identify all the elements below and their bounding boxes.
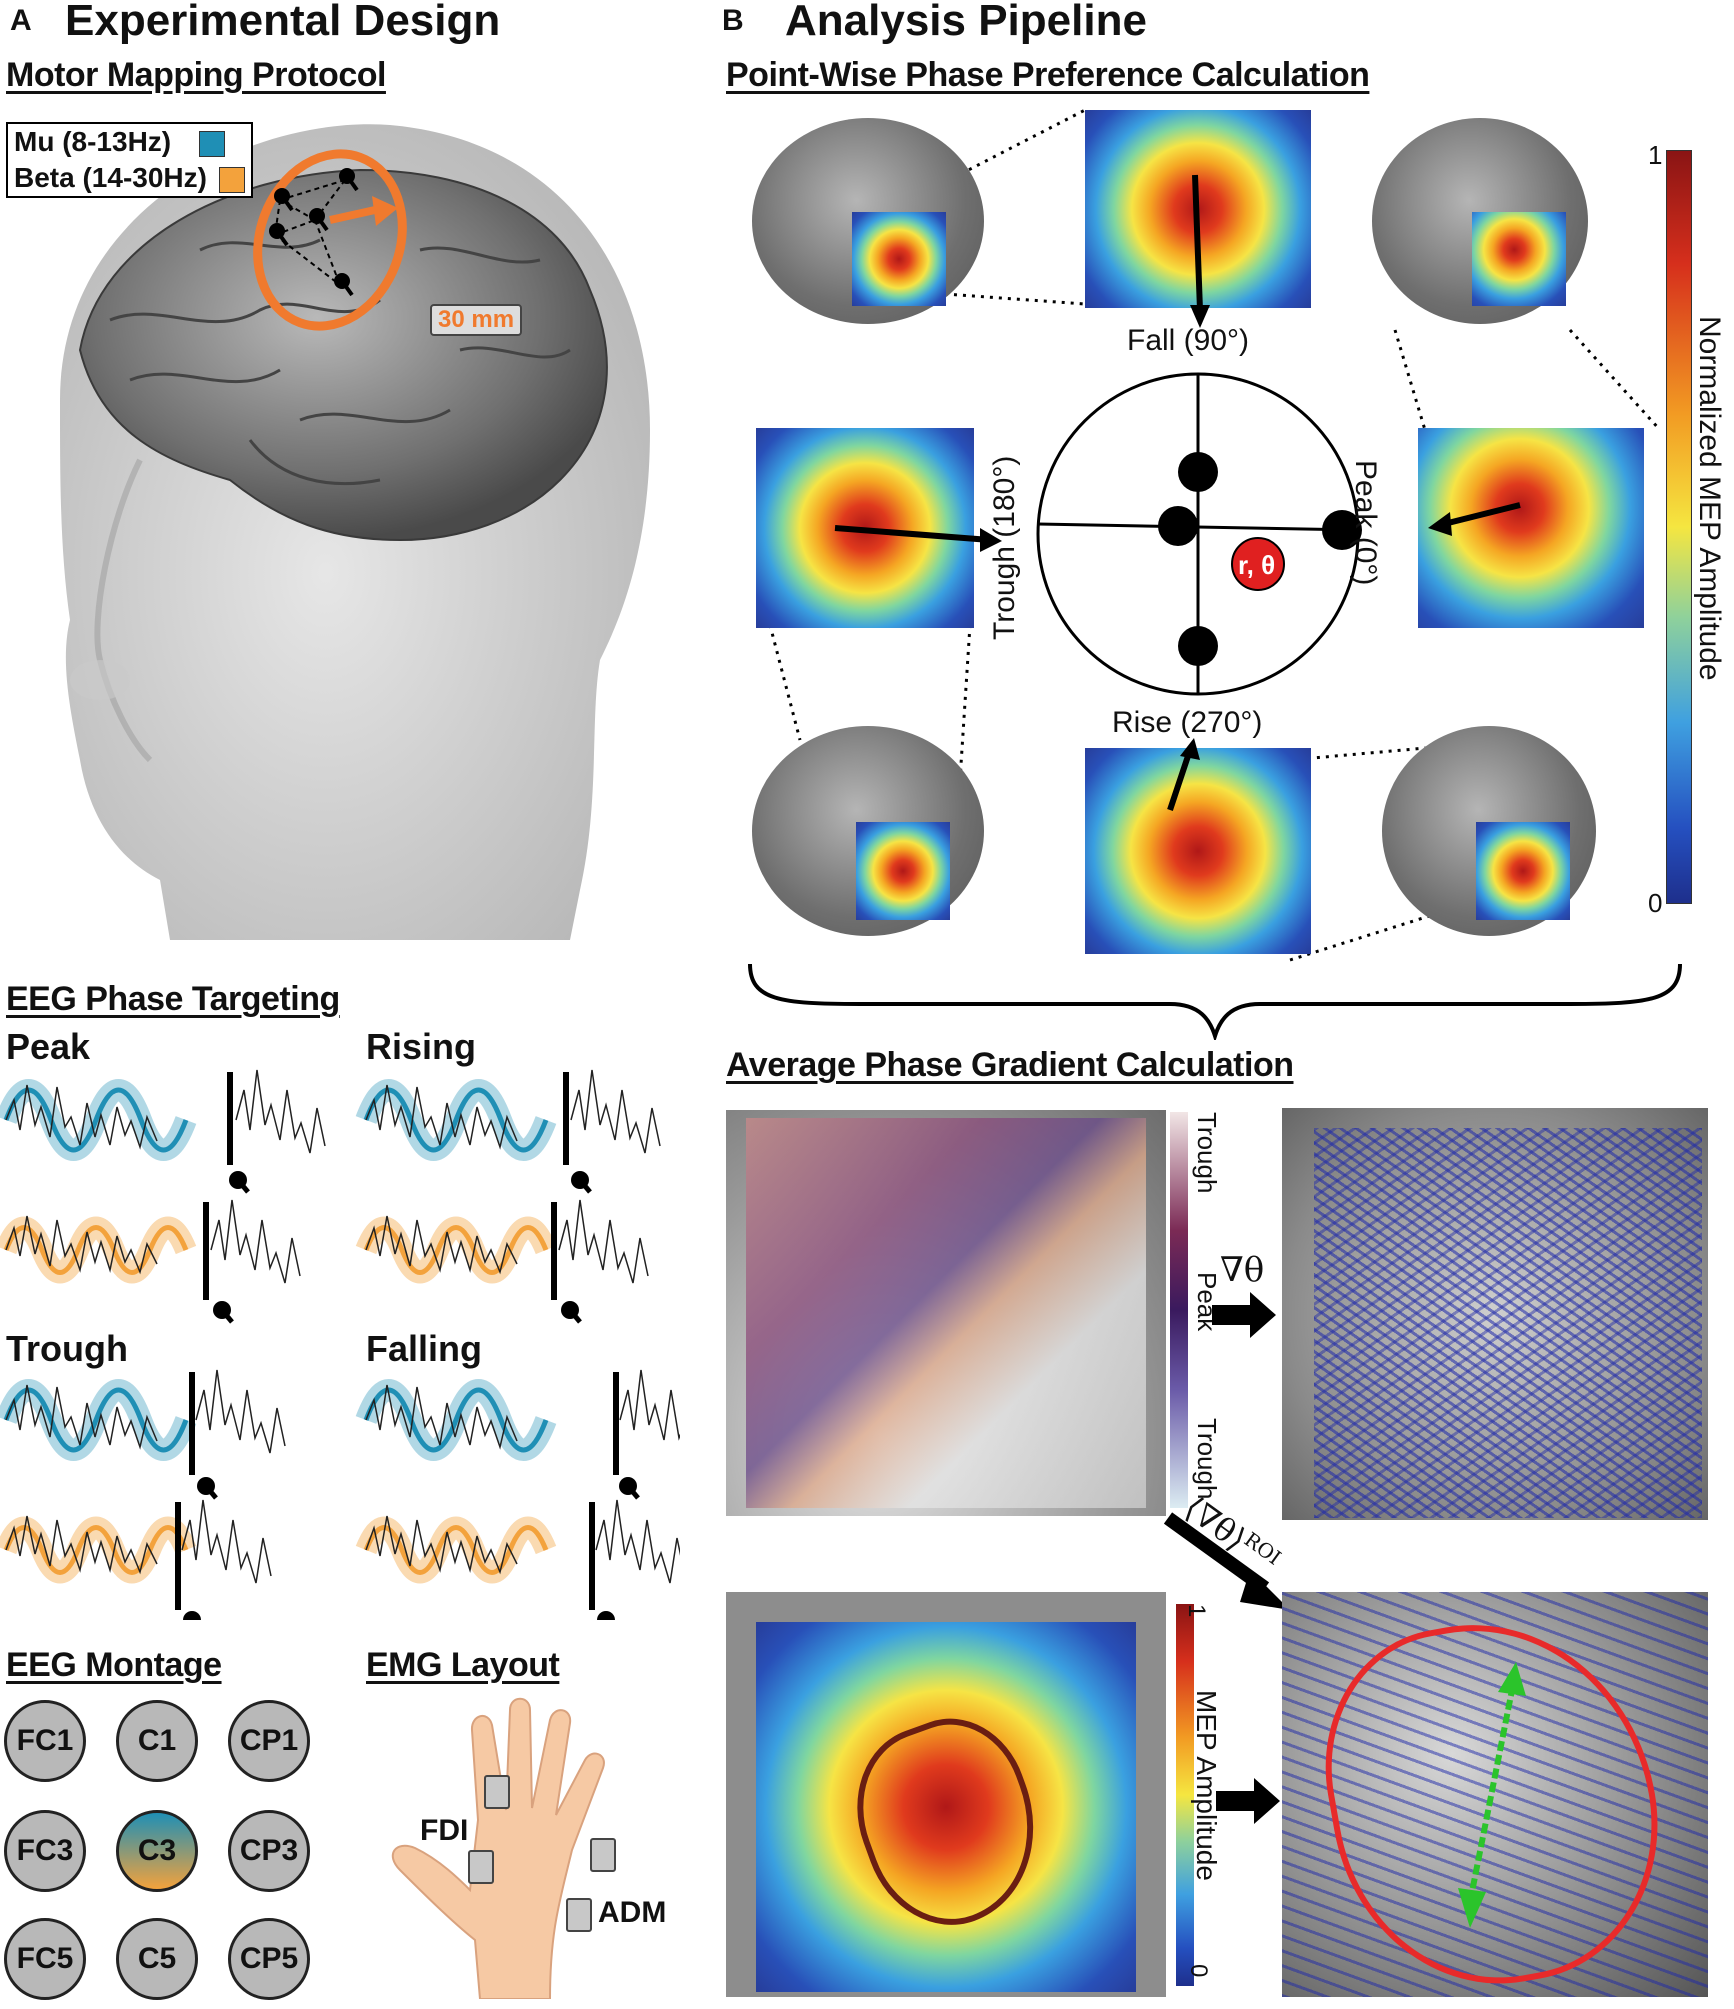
electrode-c3: C3 bbox=[116, 1810, 198, 1892]
electrode-cp5: CP5 bbox=[228, 1918, 310, 2000]
electrode-fc5: FC5 bbox=[4, 1918, 86, 2000]
emg-pad-fdi-1 bbox=[484, 1775, 510, 1809]
mep-bar-min: 0 bbox=[1184, 1964, 1212, 1977]
phase-bar-trough-bottom: Trough bbox=[1191, 1418, 1222, 1499]
electrode-c5: C5 bbox=[116, 1918, 198, 2000]
emg-pad-adm-2 bbox=[566, 1898, 592, 1932]
mep-map bbox=[726, 1592, 1166, 1997]
electrode-cp1: CP1 bbox=[228, 1700, 310, 1782]
beta-swatch bbox=[219, 167, 245, 193]
panel-a-title: Experimental Design bbox=[65, 0, 500, 46]
mean-gradient-vector bbox=[1282, 1592, 1708, 1997]
combine-arrow bbox=[1214, 1776, 1284, 1826]
pointwise-heading: Point-Wise Phase Preference Calculation bbox=[726, 56, 1369, 95]
emg-pad-fdi-2 bbox=[468, 1850, 494, 1884]
band-legend: Mu (8-13Hz) Beta (14-30Hz) bbox=[6, 122, 253, 198]
panel-b-title: Analysis Pipeline bbox=[785, 0, 1147, 46]
phase-bar-trough-top: Trough bbox=[1191, 1112, 1222, 1193]
legend-mu: Mu (8-13Hz) bbox=[14, 124, 245, 160]
panel-b-letter: B bbox=[722, 4, 744, 38]
emg-label-fdi: FDI bbox=[420, 1814, 468, 1848]
colorbar-min: 0 bbox=[1648, 888, 1662, 919]
panel-a-letter: A bbox=[10, 4, 32, 38]
mu-swatch bbox=[199, 131, 225, 157]
phase-arrows bbox=[740, 100, 1690, 980]
legend-mu-label: Mu (8-13Hz) bbox=[14, 126, 171, 157]
phase-map-overlay bbox=[746, 1118, 1146, 1508]
roi-gradient-map bbox=[1282, 1592, 1708, 1997]
curly-brace bbox=[740, 960, 1700, 1040]
emg-label-adm: ADM bbox=[598, 1896, 666, 1930]
electrode-c1: C1 bbox=[116, 1700, 198, 1782]
mep-bar-max: 1 bbox=[1182, 1604, 1210, 1617]
distance-label: 30 mm bbox=[430, 304, 522, 336]
legend-beta: Beta (14-30Hz) bbox=[14, 160, 245, 196]
motor-mapping-heading: Motor Mapping Protocol bbox=[6, 56, 386, 95]
gradient-field-map bbox=[1282, 1108, 1708, 1520]
head-illustration bbox=[0, 100, 700, 950]
gradient-heading: Average Phase Gradient Calculation bbox=[726, 1046, 1294, 1085]
legend-beta-label: Beta (14-30Hz) bbox=[14, 162, 207, 193]
colorbar-max: 1 bbox=[1648, 140, 1662, 171]
phase-map bbox=[726, 1110, 1166, 1516]
electrode-cp3: CP3 bbox=[228, 1810, 310, 1892]
electrode-fc3: FC3 bbox=[4, 1810, 86, 1892]
grad-symbol: ∇θ bbox=[1220, 1250, 1264, 1290]
phase-waveforms bbox=[0, 1060, 680, 1620]
hand-illustration bbox=[360, 1690, 680, 1999]
gradient-vectors bbox=[1314, 1128, 1702, 1518]
emg-pad-adm-1 bbox=[590, 1838, 616, 1872]
phase-targeting-heading: EEG Phase Targeting bbox=[6, 980, 340, 1019]
mep-colorbar bbox=[1666, 150, 1692, 904]
colorbar-label: Normalized MEP Amplitude bbox=[1692, 316, 1726, 681]
montage-heading: EEG Montage bbox=[6, 1646, 222, 1685]
electrode-fc1: FC1 bbox=[4, 1700, 86, 1782]
emg-heading: EMG Layout bbox=[366, 1646, 559, 1685]
phase-colorbar bbox=[1170, 1112, 1188, 1508]
grad-arrow bbox=[1210, 1290, 1280, 1340]
